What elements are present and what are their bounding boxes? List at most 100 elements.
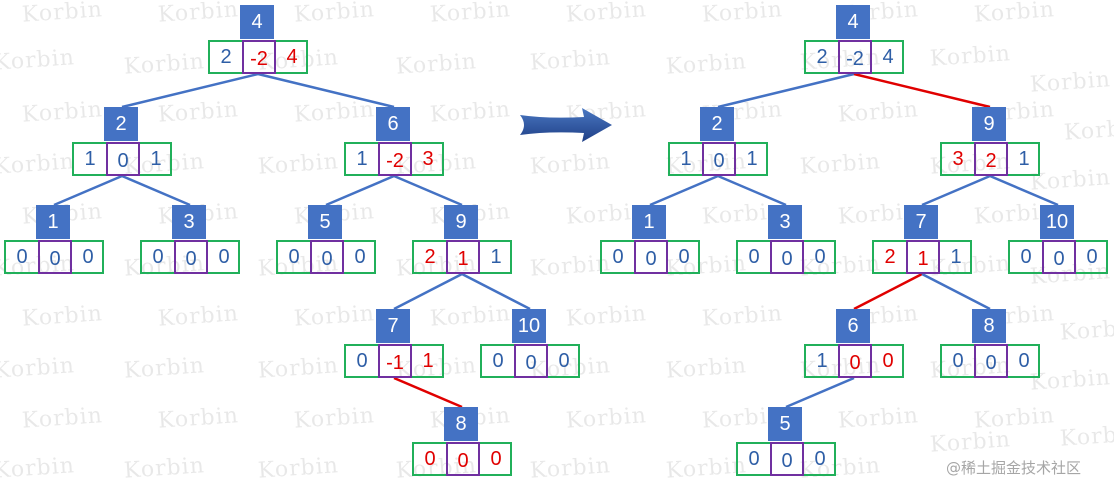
node-key: 7 [904,205,938,239]
node-center-value: 0 [38,240,72,274]
node-center-value: 0 [106,142,140,176]
node-key: 7 [376,309,410,343]
node-center-value: -2 [378,142,412,176]
after-edge-a2-a1 [649,174,719,207]
before-edge-b9-b7 [393,272,463,311]
node-center-value: -1 [378,344,412,378]
node-center-value: 0 [770,240,804,274]
before-edge-b9-b10 [461,272,531,311]
node-center-value: 0 [514,344,548,378]
node-key: 5 [768,407,802,441]
node-right-value: 0 [1018,350,1030,372]
node-left-value: 1 [680,148,692,170]
after-edge-a6-a5 [785,376,855,409]
node-right-value: 0 [1086,246,1098,268]
before-edge-b6-b5 [325,174,395,207]
after-edge-a4-a9 [853,72,991,109]
node-key: 10 [512,309,546,343]
node-center-value: 0 [974,344,1008,378]
before-edge-b4-b2 [121,72,259,109]
node-key: 2 [104,107,138,141]
node-right-value: 3 [422,148,434,170]
after-edge-a9-a10 [989,174,1059,207]
node-right-value: 0 [82,246,94,268]
after-edge-a7-a6 [853,272,923,311]
node-key: 2 [700,107,734,141]
node-right-value: 4 [882,46,894,68]
node-right-value: 0 [354,246,366,268]
node-right-value: 0 [814,246,826,268]
node-center-value: 0 [770,442,804,476]
node-right-value: 1 [490,246,502,268]
after-edge-a7-a8 [921,272,991,311]
node-right-value: 1 [422,350,434,372]
node-left-value: 2 [816,46,828,68]
node-right-value: 1 [746,148,758,170]
node-key: 3 [768,205,802,239]
node-center-value: -2 [242,40,276,74]
node-right-value: 0 [678,246,690,268]
node-left-value: 1 [84,148,96,170]
node-center-value: 0 [702,142,736,176]
right-arrow-icon [520,108,612,142]
node-center-value: 1 [906,240,940,274]
node-center-value: 0 [310,240,344,274]
node-center-value: 0 [634,240,668,274]
node-right-value: 1 [950,246,962,268]
node-center-value: -2 [838,40,872,74]
node-key: 8 [444,407,478,441]
node-center-value: 2 [974,142,1008,176]
node-left-value: 0 [16,246,28,268]
node-key: 6 [836,309,870,343]
after-edge-a4-a2 [717,72,855,109]
node-left-value: 0 [1020,246,1032,268]
node-center-value: 1 [446,240,480,274]
before-edge-b6-b9 [393,174,463,207]
node-left-value: 2 [884,246,896,268]
node-center-value: 0 [174,240,208,274]
node-right-value: 0 [218,246,230,268]
node-key: 9 [444,205,478,239]
node-left-value: 0 [288,246,300,268]
node-right-value: 1 [150,148,162,170]
node-right-value: 0 [814,448,826,470]
node-center-value: 0 [1042,240,1076,274]
node-left-value: 0 [492,350,504,372]
node-key: 5 [308,205,342,239]
node-key: 3 [172,205,206,239]
node-center-value: 0 [838,344,872,378]
node-key: 10 [1040,205,1074,239]
node-key: 6 [376,107,410,141]
node-left-value: 0 [152,246,164,268]
node-left-value: 2 [424,246,436,268]
